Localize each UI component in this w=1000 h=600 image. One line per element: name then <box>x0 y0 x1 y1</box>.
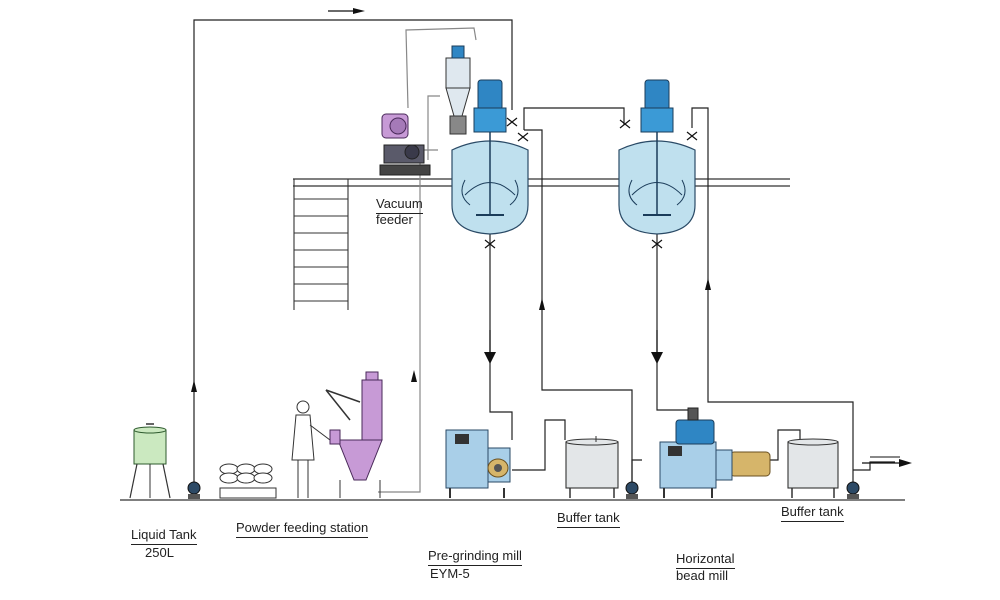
flow-arrow-down-2 <box>651 352 663 364</box>
label-bead-mill: bead mill <box>676 568 729 583</box>
liquid-feed-pipe <box>193 19 513 482</box>
label-feeder: feeder <box>376 212 413 227</box>
label-pre-grinding-model: EYM-5 <box>430 566 470 581</box>
label-powder-feeding-station: Powder feeding station <box>236 520 369 538</box>
buffer1-to-vessel2-pipe <box>631 459 642 482</box>
buffer-pump-1 <box>625 481 639 499</box>
label-liquid-tank-capacity: 250L <box>145 545 174 560</box>
flow-arrow-liquid-up <box>191 380 197 392</box>
pre-grinding-mill <box>445 429 511 498</box>
flow-arrow-up-1 <box>539 298 545 310</box>
vessel1-outlet-pipe <box>489 234 513 440</box>
liquid-pump <box>187 481 201 499</box>
mill-to-buffer-pipe <box>512 419 566 471</box>
vacuum-loop-pipe <box>405 27 477 109</box>
powder-transfer-pipe <box>378 149 438 493</box>
ladder <box>293 179 349 310</box>
buffer-tank-1 <box>565 436 619 498</box>
label-vacuum: Vacuum <box>376 196 423 214</box>
beadmill-to-buffer-pipe <box>770 429 801 461</box>
label-pre-grinding-mill: Pre-grinding mill <box>428 548 522 566</box>
powder-feeding-station <box>325 371 383 498</box>
flow-arrow-top <box>353 8 365 14</box>
output-pipe <box>853 461 895 471</box>
flow-arrow-powder-up <box>411 370 417 382</box>
label-liquid-tank: Liquid Tank <box>131 527 197 545</box>
mixing-vessel-1 <box>451 79 529 235</box>
vessel2-outlet-pipe <box>656 234 691 440</box>
valves <box>484 117 698 249</box>
vacuum-feeder <box>445 45 471 135</box>
mixing-vessel-2 <box>618 79 696 235</box>
flow-arrow-output <box>899 459 912 467</box>
flow-arrow-down-1 <box>484 352 496 364</box>
label-horizontal: Horizontal <box>676 551 735 569</box>
label-buffer-tank-2: Buffer tank <box>781 504 844 522</box>
buffer2-return-pipe <box>691 107 854 482</box>
buffer1-return-pipe <box>524 129 633 482</box>
label-buffer-tank-1: Buffer tank <box>557 510 620 528</box>
operator-figure <box>291 400 331 498</box>
flow-arrow-up-2 <box>705 278 711 290</box>
vacuum-pump <box>379 113 431 176</box>
buffer-pump-2 <box>846 481 860 499</box>
liquid-tank <box>129 423 171 499</box>
horizontal-bead-mill <box>659 407 771 498</box>
buffer-tank-2 <box>787 438 839 498</box>
bag-pallet <box>219 463 277 499</box>
